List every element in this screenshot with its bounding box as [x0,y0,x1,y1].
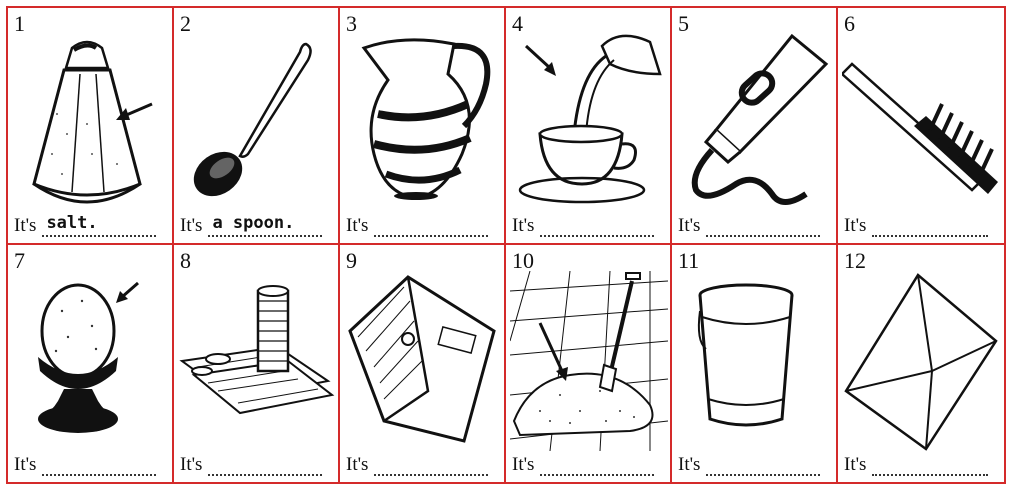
toothbrush-icon [842,62,998,194]
its-label: It's [346,215,369,236]
item-number: 3 [346,11,357,36]
caption: It's [678,452,830,476]
toothpaste-tube-icon [691,34,829,205]
caption: It's [678,213,830,237]
item-cell-12: 12 It's [838,245,1004,482]
its-label: It's [180,215,203,236]
its-label: It's [512,454,535,475]
item-number: 12 [844,248,866,273]
handwritten-answer: salt. [46,213,98,233]
its-label: It's [180,454,203,475]
caption: It's a spoon. [180,213,332,237]
bucket-icon [697,283,794,427]
item-number: 6 [844,11,855,36]
caption: It's [346,452,498,476]
its-label: It's [14,454,37,475]
its-label: It's [678,454,701,475]
item-cell-10: 10 It's [506,245,672,482]
jug-icon [361,38,491,200]
caption: It's salt. [14,213,166,237]
envelope-icon [844,273,998,451]
caption: It's [512,213,664,237]
answer-blank[interactable] [706,454,820,476]
item-cell-9: 9 It's [340,245,506,482]
item-number: 2 [180,11,191,36]
answer-blank[interactable] [374,454,488,476]
answer-blank[interactable] [208,454,322,476]
answer-blank[interactable] [42,454,156,476]
answer-blank[interactable] [540,215,654,237]
its-label: It's [14,215,37,236]
item-cell-11: 11 It's [672,245,838,482]
caption: It's [346,213,498,237]
item-number: 7 [14,248,25,273]
milk-pouring-icon [518,34,662,204]
answer-blank[interactable] [872,454,988,476]
item-number: 4 [512,11,523,36]
item-number: 9 [346,248,357,273]
its-label: It's [844,454,867,475]
item-cell-7: 7 It's [8,245,174,482]
item-cell-3: 3 It's [340,8,506,245]
salt-shaker-icon [32,40,153,204]
its-label: It's [346,454,369,475]
item-number: 10 [512,248,534,273]
answer-blank[interactable] [540,454,654,476]
answer-blank[interactable]: salt. [42,213,156,237]
spoon-icon [193,42,312,197]
item-cell-6: 6 It's [838,8,1004,245]
answer-blank[interactable] [374,215,488,237]
item-number: 11 [678,248,700,273]
answer-blank[interactable] [872,215,988,237]
item-cell-2: 2 It's a spoon. [174,8,340,245]
worksheet-grid: 1 It's salt. 2 It's a spoon. [6,6,1006,484]
caption: It's [512,452,664,476]
answer-blank[interactable]: a spoon. [208,213,322,237]
item-cell-4: 4 It's [506,8,672,245]
item-cell-5: 5 It's [672,8,838,245]
money-icon [179,285,335,415]
its-label: It's [678,215,701,236]
caption: It's [844,213,998,237]
item-cell-1: 1 It's salt. [8,8,174,245]
handwritten-answer: a spoon. [212,213,295,233]
egg-in-cup-icon [38,281,139,433]
caption: It's [180,452,332,476]
item-number: 5 [678,11,689,36]
its-label: It's [844,215,867,236]
answer-blank[interactable] [706,215,820,237]
sand-with-spade-icon [510,271,668,451]
wallet-icon [348,275,496,443]
item-cell-8: 8 It's [174,245,340,482]
its-label: It's [512,215,535,236]
item-number: 8 [180,248,191,273]
caption: It's [844,452,998,476]
item-number: 1 [14,11,25,36]
caption: It's [14,452,166,476]
